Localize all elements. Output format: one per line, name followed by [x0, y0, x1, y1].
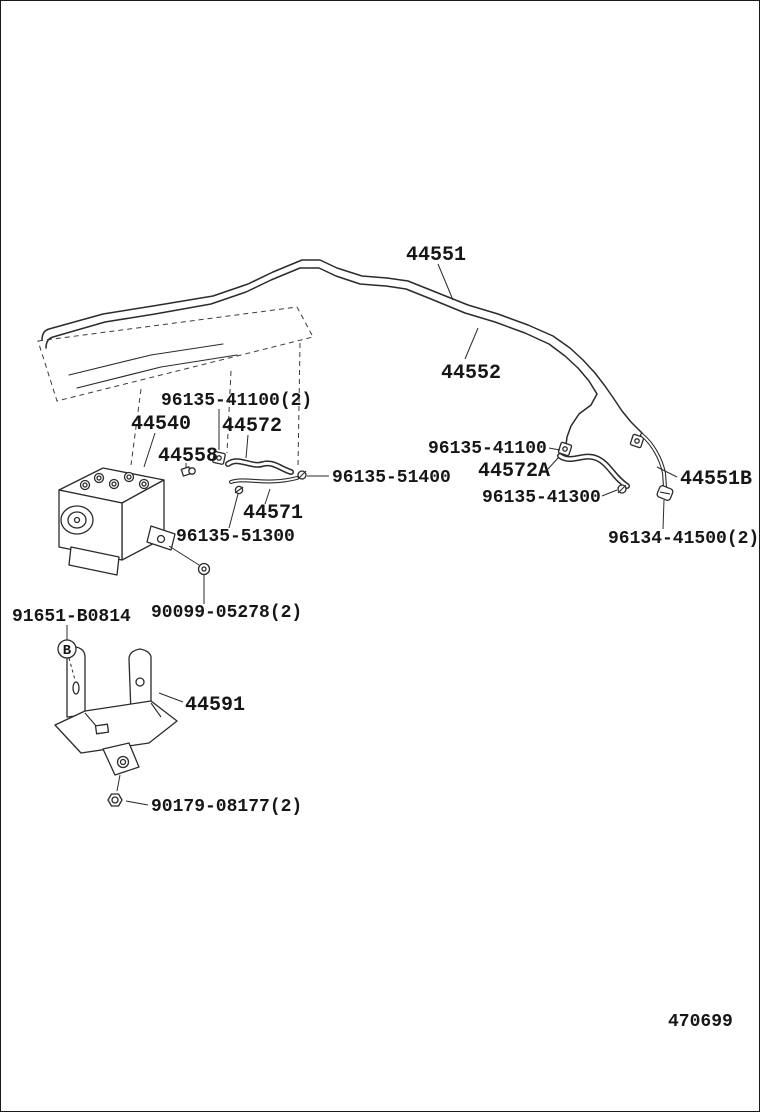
bolt-90099-05278	[197, 562, 211, 576]
brake-line-tube-44551	[41, 259, 643, 434]
nut-90179-08177	[107, 793, 123, 807]
callout-b-letter: B	[63, 643, 72, 659]
part-label-90179-08177-qty2: 90179-08177(2)	[151, 797, 302, 817]
tube-ends-in-region	[68, 343, 238, 389]
part-label-90099-05278-qty2: 90099-05278(2)	[151, 603, 302, 623]
tube-end-dashed-region	[37, 306, 314, 468]
stud-44558	[180, 466, 196, 477]
part-label-96135-51400: 96135-51400	[332, 468, 451, 488]
part-label-96135-41100-qty2: 96135-41100(2)	[161, 391, 312, 411]
clamp-96135-41100-left	[212, 451, 226, 465]
diagram-number: 470699	[668, 1012, 733, 1032]
clip-96135-51300	[234, 485, 244, 495]
pipe-44571	[229, 476, 299, 484]
part-label-96134-41500-qty2: 96134-41500(2)	[608, 529, 759, 549]
part-label-44551b: 44551B	[680, 468, 752, 491]
brake-line-tube-44552	[45, 267, 598, 446]
part-label-96135-41300: 96135-41300	[482, 488, 601, 508]
part-label-44591: 44591	[185, 694, 245, 717]
part-label-44551: 44551	[406, 244, 466, 267]
grommet-96134-41500	[656, 485, 674, 501]
part-label-44558: 44558	[158, 445, 218, 468]
hose-44572	[225, 458, 294, 475]
part-label-44552: 44552	[441, 362, 501, 385]
part-label-44571: 44571	[243, 502, 303, 525]
part-labels: 44551 44552 96135-41100(2) 44540 44572 4…	[12, 244, 759, 1032]
clip-96135-41300	[617, 484, 627, 494]
part-label-44572: 44572	[222, 415, 282, 438]
leader-lines	[66, 263, 678, 806]
part-label-96135-51300: 96135-51300	[176, 527, 295, 547]
callout-b	[57, 639, 77, 681]
clamp-96135-41100-right	[557, 441, 573, 457]
part-label-44572a: 44572A	[478, 460, 550, 483]
part-label-44540: 44540	[131, 413, 191, 436]
part-label-91651-b0814: 91651-B0814	[12, 607, 131, 627]
clip-96135-51400	[297, 470, 307, 480]
bracket-44591	[54, 646, 178, 792]
part-label-96135-41100: 96135-41100	[428, 439, 547, 459]
tube-44551b	[640, 433, 667, 489]
hose-44572a	[557, 453, 630, 489]
clamp-on-tube-44551b	[629, 433, 645, 449]
abs-actuator-44540	[58, 467, 200, 576]
